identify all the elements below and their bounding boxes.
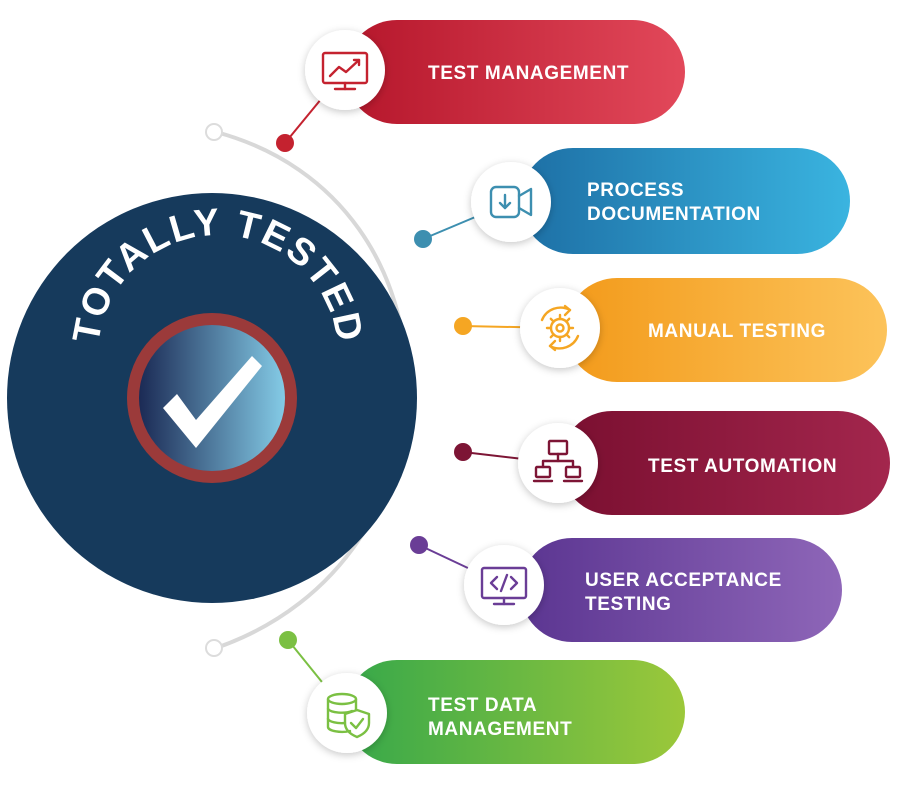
arc-dot xyxy=(276,134,294,152)
arc-end-dot-bottom xyxy=(205,639,223,657)
arc-dot xyxy=(410,536,428,554)
item-label: USER ACCEPTANCE TESTING xyxy=(585,570,782,615)
gear-refresh-icon xyxy=(540,304,580,352)
hub-inner-disc xyxy=(139,325,285,471)
arc-end-dot-top xyxy=(205,123,223,141)
item-pill xyxy=(345,20,685,124)
hub: TOTALLY TESTED xyxy=(7,193,417,603)
icon-badge xyxy=(520,288,600,368)
item-pill xyxy=(560,411,890,515)
item-pill xyxy=(565,278,887,382)
arc-dot xyxy=(454,317,472,335)
item-pill xyxy=(345,660,685,764)
monitor-code-icon xyxy=(480,566,528,606)
monitor-chart-icon xyxy=(321,51,369,91)
item-label-line: TEST DATA xyxy=(428,695,537,716)
item-label-line: MANAGEMENT xyxy=(428,719,572,740)
item-label-line: PROCESS xyxy=(587,180,684,201)
database-shield-icon xyxy=(326,692,371,739)
arc-dot xyxy=(279,631,297,649)
item-pill xyxy=(520,538,842,642)
network-computers-icon xyxy=(532,439,584,483)
item-process-documentation: PROCESS DOCUMENTATION xyxy=(414,148,850,254)
item-test-data-management: TEST DATA MANAGEMENT xyxy=(279,631,685,764)
item-pill xyxy=(520,148,850,254)
arc-dot xyxy=(414,230,432,248)
item-label-line: MANUAL TESTING xyxy=(648,321,826,342)
icon-badge xyxy=(471,162,551,242)
icon-badge xyxy=(518,423,598,503)
item-label-line: TESTING xyxy=(585,594,672,615)
item-label-line: USER ACCEPTANCE xyxy=(585,570,782,591)
item-label-line: TEST MANAGEMENT xyxy=(428,63,629,84)
item-label-line: DOCUMENTATION xyxy=(587,204,761,225)
item-label: TEST DATA MANAGEMENT xyxy=(428,695,572,740)
item-label: TEST MANAGEMENT xyxy=(428,63,629,84)
item-label: PROCESS DOCUMENTATION xyxy=(587,180,761,225)
item-manual-testing: MANUAL TESTING xyxy=(454,278,887,382)
item-test-management: TEST MANAGEMENT xyxy=(276,20,685,152)
item-test-automation: TEST AUTOMATION xyxy=(454,411,890,515)
checkmark-icon xyxy=(163,356,262,448)
item-user-acceptance-testing: USER ACCEPTANCE TESTING xyxy=(410,536,842,642)
item-label-line: TEST AUTOMATION xyxy=(648,456,837,477)
arc-dot xyxy=(454,443,472,461)
video-download-icon xyxy=(489,185,533,219)
item-label: MANUAL TESTING xyxy=(648,321,826,342)
item-label: TEST AUTOMATION xyxy=(648,456,837,477)
